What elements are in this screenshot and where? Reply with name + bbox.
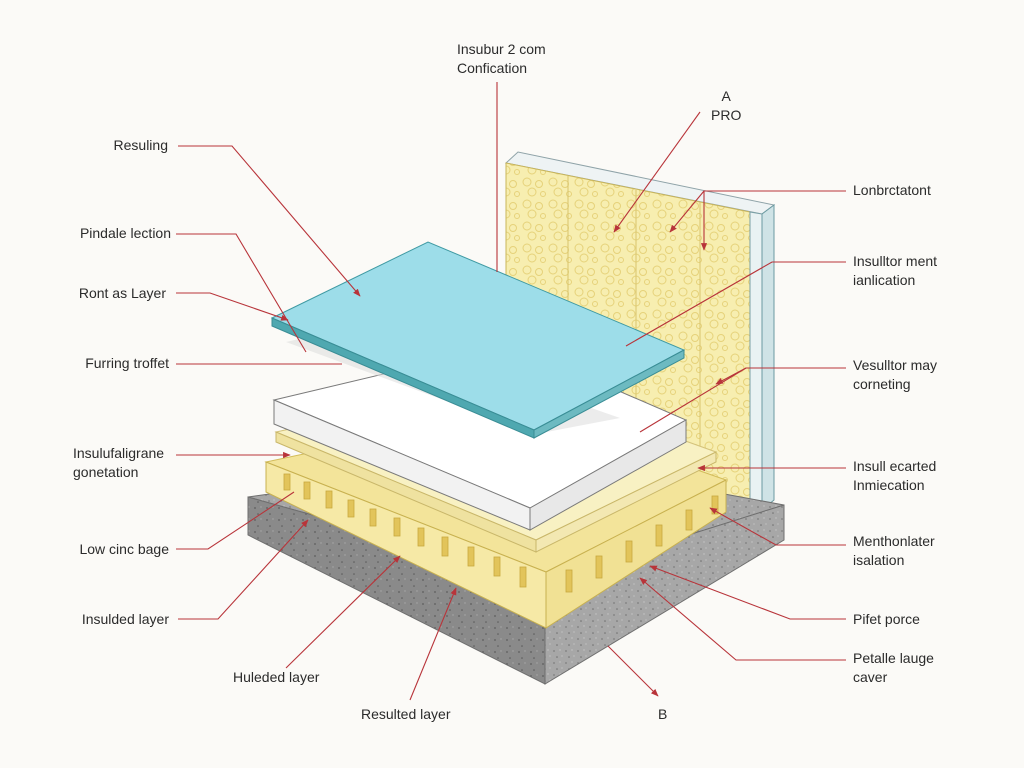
label-left-insulded-layer: Insulded layer (81, 611, 169, 627)
label-bottom-resulted-layer: Resulted layer (361, 706, 451, 722)
leader-top-right-1 (613, 111, 701, 233)
leader-insulded (178, 519, 309, 620)
label-right-menthonlater: Menthonlater isalation (853, 533, 935, 568)
leader-low-cinc (176, 491, 295, 550)
leader-menthonlater (709, 507, 846, 546)
label-right-vesulltor-may: Vesulltor may corneting (853, 357, 938, 392)
label-bottom-b: B (658, 706, 668, 722)
leader-pifet (649, 565, 846, 620)
label-top-title: Insubur 2 com Confication (457, 41, 546, 76)
label-right-insulltor-ment: Insulltor ment ianlication (853, 253, 938, 288)
label-left-ront-as-layer: Ront as Layer (78, 285, 166, 301)
leader-lines (176, 82, 846, 701)
label-left-insulufaligrane: Insulufaligrane gonetation (73, 445, 165, 480)
leader-b (607, 645, 659, 697)
label-top-right: A PRO (711, 88, 742, 123)
leader-lonbrctatont-2 (669, 190, 705, 233)
label-right-lonbrctatont: Lonbrctatont (853, 182, 931, 198)
label-left-pindale-lection: Pindale lection (79, 225, 171, 241)
leader-huleded (285, 555, 401, 669)
leader-resuling (178, 145, 361, 297)
label-left-resuling: Resuling (113, 137, 168, 153)
cyan-top-panel (270, 241, 686, 439)
label-bottom-huleded-layer: Huleded layer (233, 669, 320, 685)
leader-petalle (639, 577, 846, 661)
leader-vesulltor-2 (715, 367, 747, 385)
label-left-low-cinc-bage: Low cinc bage (79, 541, 169, 557)
leader-ront (176, 292, 289, 321)
label-right-pifet-porce: Pifet porce (853, 611, 920, 627)
label-left-furring-troffet: Furring troffet (85, 355, 169, 371)
label-right-insull-ecarted: Insull ecarted Inmiecation (853, 458, 937, 493)
leader-insulltor (625, 261, 846, 347)
leader-resulted (409, 587, 457, 701)
label-right-petalle-lauge: Petalle lauge caver (853, 650, 934, 685)
leader-pindale (176, 233, 307, 353)
